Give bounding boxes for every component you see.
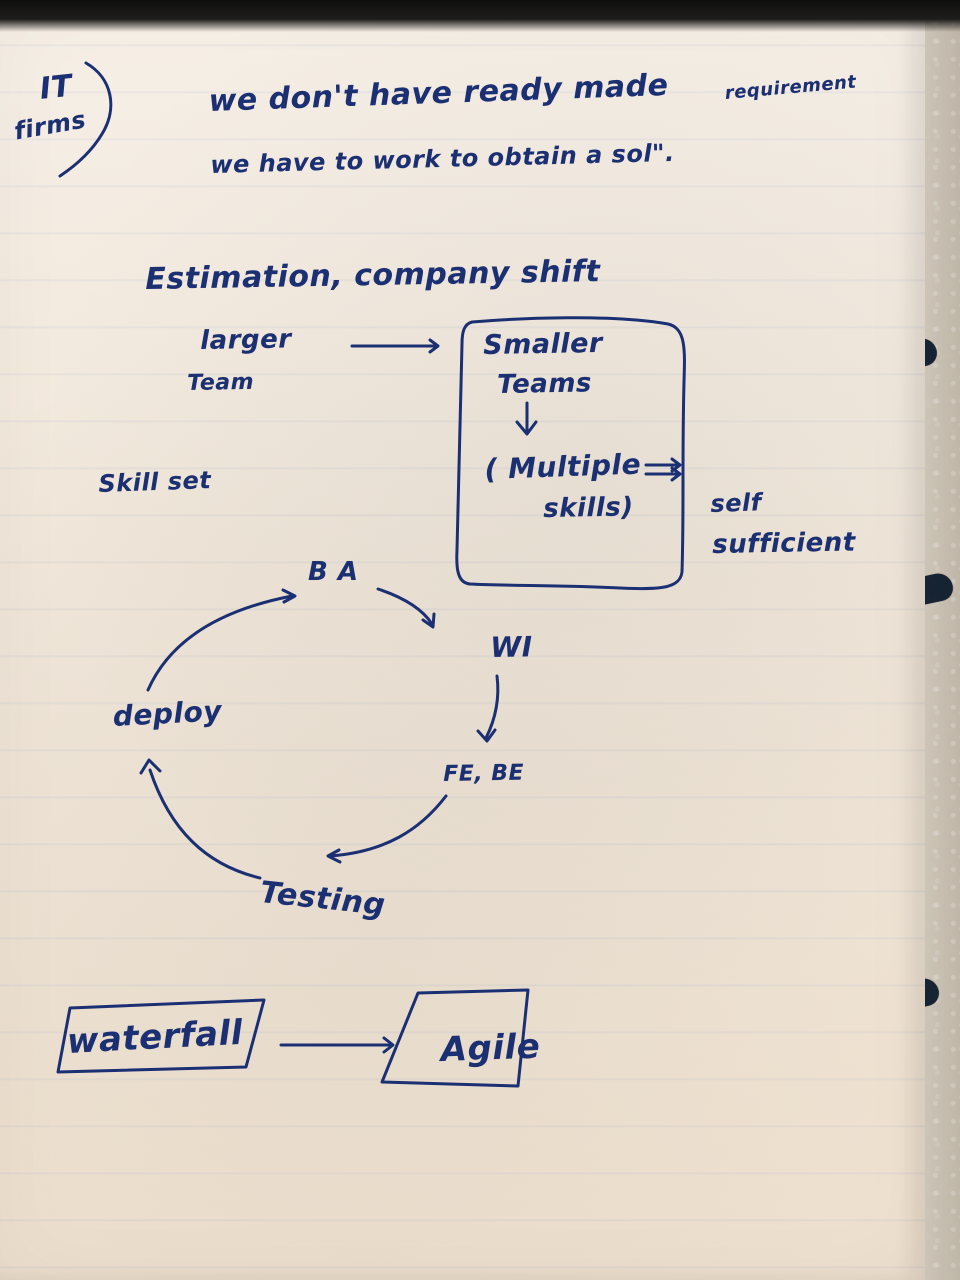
skills-label: skills): [543, 492, 634, 524]
it-label: IT: [38, 68, 75, 107]
notebook-page: [0, 0, 925, 1280]
agile-label: Agile: [440, 1026, 541, 1070]
teams-label: Teams: [497, 368, 593, 400]
sufficient-label: sufficient: [712, 527, 856, 560]
self-label: self: [710, 488, 763, 518]
cycle-ba-label: B A: [308, 557, 359, 587]
cycle-febe-label: FE, BE: [443, 760, 525, 787]
team-label: Team: [187, 369, 255, 396]
top-shadow-band: [0, 0, 960, 32]
skillset-label: Skill set: [98, 466, 212, 498]
cycle-wi-label: WI: [490, 630, 533, 664]
larger-label: larger: [200, 324, 292, 356]
smaller-label: Smaller: [483, 327, 603, 361]
multiple-label: ( Multiple: [484, 447, 642, 486]
cycle-deploy-label: deploy: [112, 694, 223, 733]
